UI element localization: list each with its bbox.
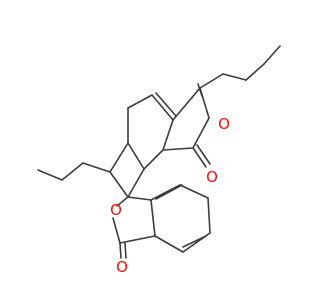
bond xyxy=(61,162,84,181)
oxygen-atom-label: O xyxy=(110,201,122,219)
bond xyxy=(127,196,152,201)
bond xyxy=(199,73,224,89)
bond xyxy=(150,184,181,201)
bond xyxy=(112,217,121,244)
bond xyxy=(109,171,129,198)
bond xyxy=(192,117,210,149)
bond xyxy=(179,184,209,199)
bond xyxy=(192,147,207,168)
bond xyxy=(207,197,211,234)
bond xyxy=(143,149,164,170)
bond xyxy=(127,142,145,170)
bond xyxy=(222,73,247,81)
molecule-canvas: O O O O xyxy=(37,45,281,276)
bond xyxy=(155,92,177,117)
bond xyxy=(127,94,153,109)
bond xyxy=(127,168,145,198)
oxygen-atom-label: O xyxy=(206,168,218,186)
bond xyxy=(82,162,111,173)
bond xyxy=(119,242,122,259)
bond xyxy=(172,87,201,121)
bond xyxy=(245,63,265,81)
bond xyxy=(150,199,156,237)
oxygen-atom-label: O xyxy=(116,258,128,276)
bond xyxy=(37,169,63,181)
bond xyxy=(162,119,174,151)
atom-labels: O O O O xyxy=(110,115,230,276)
bond xyxy=(124,242,127,259)
bond xyxy=(109,142,129,173)
bond xyxy=(155,184,183,200)
bond xyxy=(182,235,207,248)
bond xyxy=(151,94,174,121)
bond xyxy=(116,196,129,207)
bond-lines xyxy=(37,45,281,259)
bond xyxy=(263,45,281,65)
bond xyxy=(119,235,156,244)
bond xyxy=(162,147,194,151)
bond xyxy=(197,83,203,97)
bond xyxy=(196,144,211,165)
oxygen-atom-label: O xyxy=(218,115,230,133)
molecule-structure: O O O O xyxy=(37,45,281,276)
bond xyxy=(154,235,184,253)
